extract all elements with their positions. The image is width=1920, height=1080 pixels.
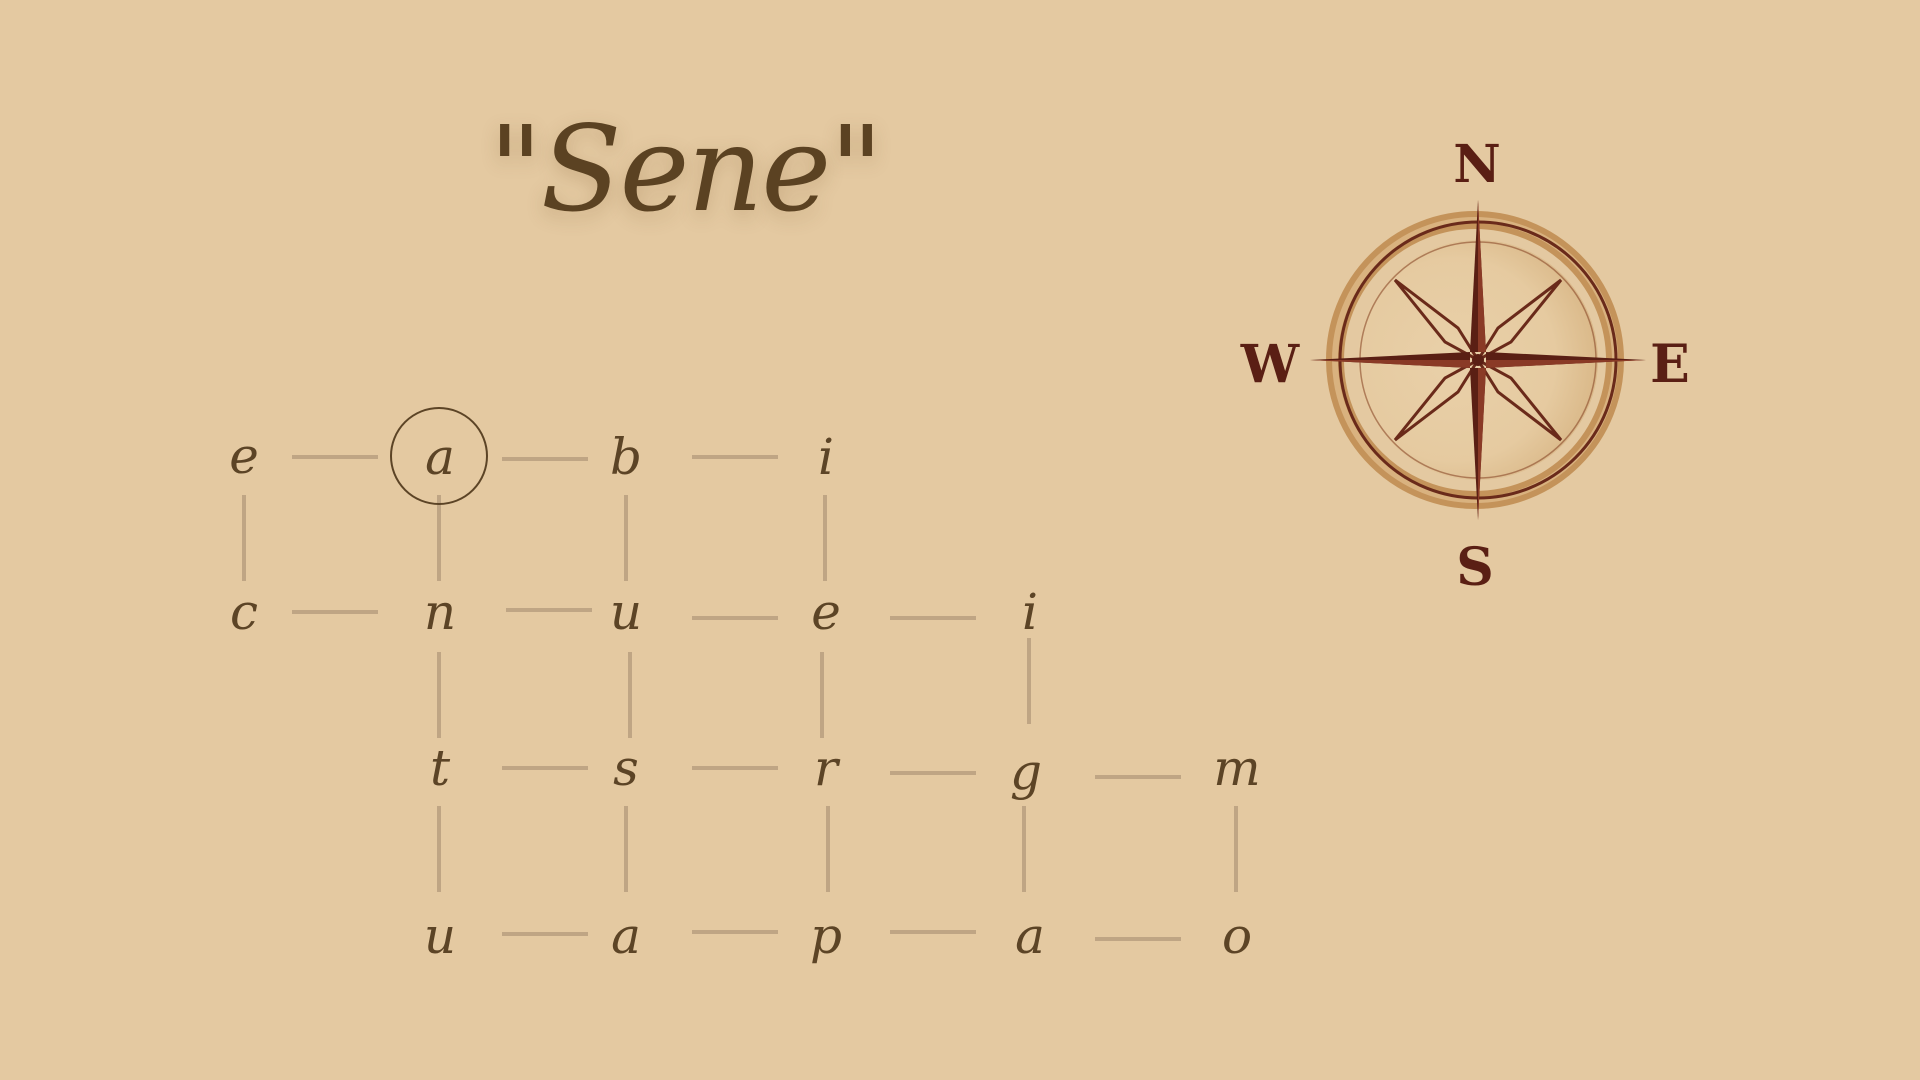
grid-connector [242,495,246,581]
letter-cell-r1c3[interactable]: e [811,583,841,641]
grid-connector [628,652,632,738]
grid-connector [890,616,976,620]
letter-cell-r2c4[interactable]: g [1009,743,1042,801]
letter-cell-r1c0[interactable]: c [229,583,258,641]
compass-cardinal-points [1310,200,1646,520]
grid-connector [1022,806,1026,892]
letter-cell-r0c3[interactable]: i [818,428,834,486]
letter-cell-r2c3[interactable]: r [814,739,838,797]
letter-cell-r0c0[interactable]: e [229,427,259,485]
grid-connector [823,495,827,581]
grid-connector [820,652,824,738]
grid-connector [1095,937,1181,941]
grid-connector [437,806,441,892]
grid-connector [437,652,441,738]
puzzle-title: "Sene" [488,100,883,238]
letter-cell-r3c3[interactable]: p [809,907,842,965]
grid-connector [624,495,628,581]
grid-connector [1095,775,1181,779]
letter-cell-r3c2[interactable]: a [611,907,641,965]
compass-center [1472,354,1484,366]
grid-connector [1027,638,1031,724]
letter-cell-r0c1-selected[interactable]: a [390,407,490,507]
compass-diagonal-points [1393,278,1563,442]
grid-connector [692,616,778,620]
grid-connector [1234,806,1238,892]
compass-label-east: E [1650,334,1690,395]
compass-label-south: S [1456,537,1494,598]
grid-connector [502,932,588,936]
grid-connector [692,455,778,459]
letter-cell-r3c1[interactable]: u [423,907,457,965]
grid-connector [292,610,378,614]
grid-connector [624,806,628,892]
letter-cell-r3c4[interactable]: a [1015,907,1045,965]
letter-cell-r2c5[interactable]: m [1213,739,1261,797]
letter-cell-r2c1[interactable]: t [429,739,451,797]
letter-cell-r3c5[interactable]: o [1221,907,1253,965]
grid-connector [826,806,830,892]
letter-cell-r2c2[interactable]: s [613,739,639,797]
letter-cell-r1c1[interactable]: n [423,583,457,641]
grid-connector [692,766,778,770]
compass-rose-icon: N S E W [1240,134,1690,598]
grid-connector [502,457,588,461]
letter-cell-r0c2[interactable]: b [609,428,642,486]
letter-cell-r1c2[interactable]: u [609,583,643,641]
grid-connector [890,930,976,934]
letter-cell-r1c4[interactable]: i [1022,583,1038,641]
grid-connector [506,608,592,612]
grid-connector [890,771,976,775]
grid-connector [502,766,588,770]
grid-connector [292,455,378,459]
compass-label-north: N [1453,134,1501,195]
compass-label-west: W [1240,334,1301,395]
grid-connector [437,495,441,581]
grid-connector [692,930,778,934]
